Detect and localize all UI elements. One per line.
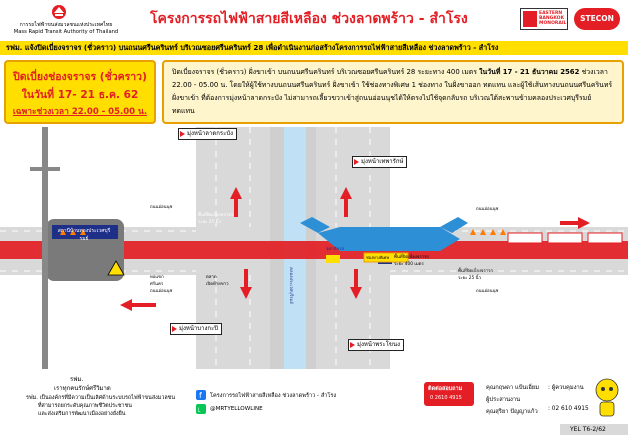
closure-dates: ในวันที่ 17- 21 ธ.ค. 62 <box>21 89 139 101</box>
svg-text:f: f <box>199 391 202 400</box>
road-label-onnut-right2: ถนนอ่อนนุช <box>476 289 499 294</box>
warning-icon <box>107 260 125 276</box>
contact2-role: ผู้ประสานงาน <box>486 397 521 403</box>
footer-signature: เราทุกคนรักษ์ศรีวิมาด <box>54 385 111 392</box>
dir-label-theparak: มุ่งหน้าเทพารักษ์ <box>352 156 408 168</box>
closure-strip <box>0 241 628 259</box>
barrier-sign <box>507 232 543 244</box>
detour-path <box>318 227 460 251</box>
building-label-1: หอแขก ศรีนคร <box>150 275 164 287</box>
dir-label-lat-krabang: มุ่งหน้าลาดกระบัง <box>178 128 238 140</box>
closure-hours: เฉพาะช่วงเวลา 22.00 - 05.00 น. <box>12 107 148 117</box>
building-label-2: ตลาด เปิดท้ายขาว <box>206 275 229 287</box>
special-lane-label: ช่องทางพิเศษ <box>366 255 390 260</box>
ebm-line2: BANGKOK <box>539 16 564 21</box>
line-account[interactable]: @MRTYELLOWLINE <box>210 406 263 412</box>
mrta-name-english: Mass Rapid Transit Authority of Thailand <box>13 29 119 35</box>
ebm-line3: MONORAIL <box>539 21 567 26</box>
hotline-badge: ติดต่อสอบถาม 0 2610 4915 <box>424 382 474 406</box>
hotline-title: ติดต่อสอบถาม <box>428 386 463 392</box>
facebook-page[interactable]: โครงการรถไฟฟ้าสายสีเหลือง ช่วงลาดพร้าว -… <box>210 393 337 399</box>
closure-details-box: ปิดเบี่ยงจราจร (ชั่วคราว) ฝั่งขาเข้า บนถ… <box>162 60 624 124</box>
mrta-logo: การรถไฟฟ้าขนส่งมวลชนแห่งประเทศไทย Mass R… <box>6 3 126 39</box>
footer-rfm: รฟม. <box>70 376 84 383</box>
road-label-onnut-top: ถนนอ่อนนุช <box>150 205 173 210</box>
facebook-icon: f <box>196 390 206 400</box>
closure-summary-box: ปิดเบี่ยงช่องจราจร (ชั่วคราว) ในวันที่ 1… <box>4 60 156 124</box>
map-drawing <box>0 127 628 369</box>
closure-label-left: พื้นที่ปิดเบี่ยงจราจร ระยะ 25 นิ้ว <box>198 213 233 225</box>
code-bar: YEL T6-2/62 <box>560 424 628 435</box>
closure-heading: ปิดเบี่ยงช่องจราจร (ชั่วคราว) <box>13 71 147 83</box>
details-text-a: ปิดเบี่ยงจราจร (ชั่วคราว) ฝั่งขาเข้า บนถ… <box>172 68 480 76</box>
road-label-onnut-right: ถนนอ่อนนุช <box>476 207 499 212</box>
contact1-name: คุณกฤษดา แป้นเอี่ยม <box>486 385 540 391</box>
canal-label: คลองประเวศบุรีรมย์ <box>288 267 293 304</box>
details-text-c: ช่วงเวลา 22.00 - 05.00 น. โดยให้ผู้ใช้ทา… <box>172 68 613 115</box>
station-label: สถานีบ้านทองประเวศบุรีรมย์ <box>57 228 111 242</box>
svg-text:L: L <box>198 408 201 414</box>
traffic-map: มุ่งหน้าลาดกระบัง มุ่งหน้าเทพารักษ์ มุ่ง… <box>0 127 628 369</box>
mrta-emblem-icon <box>52 5 66 19</box>
motto-line2: ที่สามารถยกระดับคุณภาพชีวิตประชาชน <box>38 403 132 409</box>
mrta-name-thai: การรถไฟฟ้าขนส่งมวลชนแห่งประเทศไทย <box>19 22 113 28</box>
contact3-name: คุณสุริยา ปัญญาแก้ว <box>486 409 538 415</box>
header: การรถไฟฟ้าขนส่งมวลชนแห่งประเทศไทย Mass R… <box>0 0 628 42</box>
dir-label-bangkapi: มุ่งหน้าบางกะปิ <box>170 323 223 335</box>
stecon-logo: STECON <box>574 8 620 30</box>
contact1-role: : ผู้ควบคุมงาน <box>548 385 584 391</box>
doc-code: YEL T6-2/62 <box>570 426 606 433</box>
mascot-icon <box>595 378 619 417</box>
line-icon: L <box>196 404 206 414</box>
motto-line1: รฟม. เป็นองค์กรที่มีความเป็นเลิศด้านระบบ… <box>26 395 176 401</box>
footer: รฟม. เราทุกคนรักษ์ศรีวิมาด รฟม. เป็นองค์… <box>0 372 628 435</box>
page-title: โครงการรถไฟฟ้าสายสีเหลือง ช่วงลาดพร้าว -… <box>150 11 468 27</box>
hotline-number: 0 2610 4915 <box>430 395 462 401</box>
uturn-label: จุดกลับรถ <box>326 247 345 252</box>
contact3-phone: : 02 610 4915 <box>548 406 589 412</box>
details-text-dates: ในวันที่ 17 - 21 ธันวาคม 2562 <box>479 68 580 76</box>
road-label-onnut-bottom: ถนนอ่อนนุช <box>150 289 173 294</box>
dir-label-phra-khanong: มุ่งหน้าพระโขนง <box>348 339 405 351</box>
closure-label-center: พื้นที่ปิดเบี่ยงจราจร ระยะ 400 เมตร <box>394 255 429 267</box>
motto-line3: และส่งเสริมการพัฒนาเมืองอย่างยั่งยืน <box>38 411 126 417</box>
ebm-line1: EASTERN <box>539 11 563 16</box>
closure-label-right: พื้นที่ปิดเบี่ยงจราจร ระยะ 25 นิ้ว <box>458 269 493 281</box>
subtitle-bar: รฟม. แจ้งปิดเบี่ยงจราจร (ชั่วคราว) บนถนน… <box>0 41 628 55</box>
